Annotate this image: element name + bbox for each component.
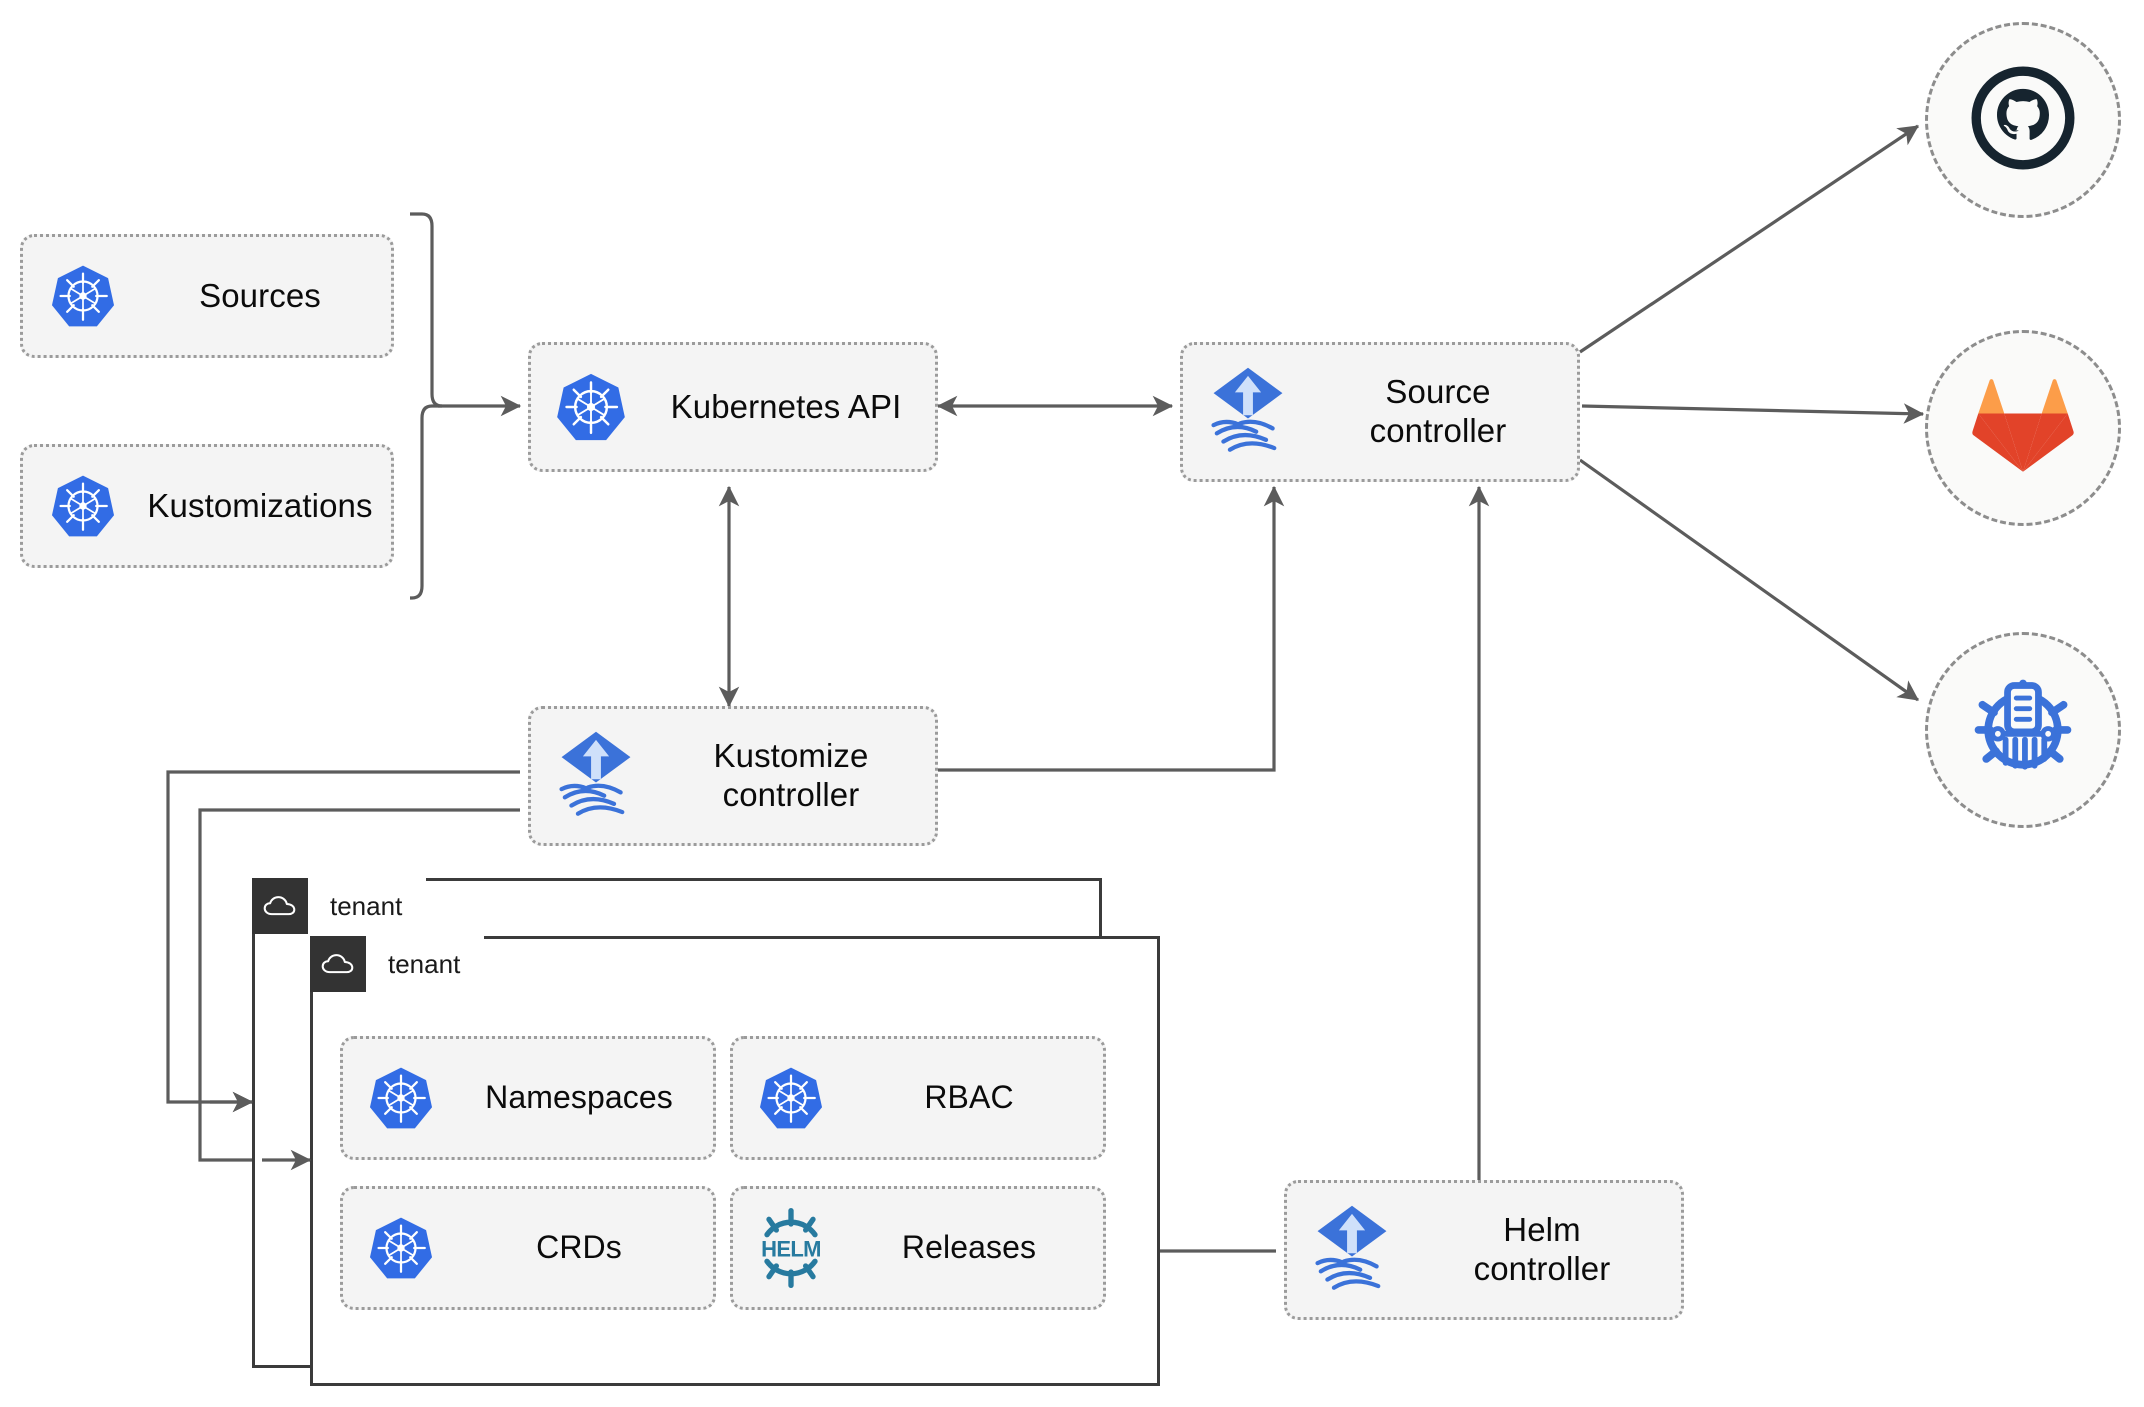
kubernetes-icon (733, 1065, 849, 1131)
edge-kustomize-controller-to-source-controller (938, 485, 1285, 772)
tenant-label-front: tenant (366, 936, 485, 992)
kubernetes-icon (23, 473, 143, 539)
flux-icon (1287, 1204, 1417, 1296)
node-kubernetes-api[interactable]: Kubernetes API (528, 342, 938, 472)
node-label: Releases (901, 1229, 1037, 1266)
node-label: Kustomize controller (713, 737, 869, 813)
node-label: CRDs (536, 1229, 622, 1266)
node-namespaces[interactable]: Namespaces (340, 1036, 716, 1160)
flux-icon (531, 730, 661, 822)
flux-icon (1183, 366, 1313, 458)
node-github[interactable] (1925, 22, 2121, 218)
node-source-controller[interactable]: Source controller (1180, 342, 1580, 482)
tenant-label-back: tenant (308, 878, 427, 934)
node-label: Source controller (1369, 373, 1507, 449)
node-helm-repository[interactable] (1925, 632, 2121, 828)
tenant-header-back: tenant (252, 878, 427, 934)
cloud-icon (310, 936, 366, 992)
node-rbac[interactable]: RBAC (730, 1036, 1106, 1160)
cloud-icon (252, 878, 308, 934)
node-kustomize-controller[interactable]: Kustomize controller (528, 706, 938, 846)
helm-icon (733, 1208, 849, 1288)
edge-source-controller-to-github (1579, 124, 1919, 354)
node-gitlab[interactable] (1925, 330, 2121, 526)
node-label: Helm controller (1473, 1211, 1611, 1287)
kubernetes-icon (23, 263, 143, 329)
node-label: Kubernetes API (670, 387, 902, 425)
node-crds[interactable]: CRDs (340, 1186, 716, 1310)
helm-repository-icon (1965, 670, 2081, 791)
gitlab-icon (1971, 376, 2075, 481)
resource-group-bracket (410, 212, 443, 600)
node-label: RBAC (924, 1079, 1014, 1116)
github-icon (1971, 66, 2075, 175)
node-label: Sources (199, 276, 321, 314)
edge-source-controller-to-helm-repository (1579, 458, 1919, 702)
node-label: Namespaces (485, 1079, 673, 1116)
node-helm-controller[interactable]: Helm controller (1284, 1180, 1684, 1320)
kubernetes-icon (531, 371, 651, 443)
node-releases[interactable]: Releases (730, 1186, 1106, 1310)
node-kustomizations[interactable]: Kustomizations (20, 444, 394, 568)
node-label: Kustomizations (147, 486, 373, 524)
tenant-container-front[interactable] (310, 936, 1160, 1386)
tenant-header-front: tenant (310, 936, 485, 992)
kubernetes-icon (343, 1065, 459, 1131)
node-sources[interactable]: Sources (20, 234, 394, 358)
edge-source-controller-to-gitlab (1581, 403, 1925, 424)
kubernetes-icon (343, 1215, 459, 1281)
